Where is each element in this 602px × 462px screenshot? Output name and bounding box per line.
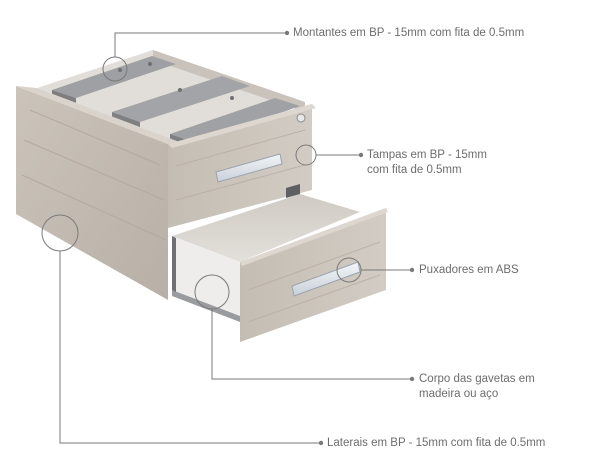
- label-laterais: Laterais em BP - 15mm com fita de 0.5mm: [327, 437, 546, 449]
- callout-laterais-leader: [59, 251, 320, 444]
- callout-puxadores: [336, 257, 415, 283]
- callout-tampas: [295, 144, 364, 166]
- label-tampas-line-1: Tampas em BP - 15mm: [367, 149, 487, 161]
- label-tampas-line-2: com fita de 0.5mm: [367, 164, 462, 176]
- bottom-drawer-handle: [291, 261, 361, 297]
- top-rails: [52, 56, 300, 148]
- label-montantes: Montantes em BP - 15mm com fita de 0.5mm: [293, 27, 525, 39]
- top-drawer-handle: [215, 153, 283, 183]
- label-corpo-line-1: Corpo das gavetas em: [419, 373, 535, 385]
- callout-montantes: [102, 30, 290, 82]
- callout-montantes-leader: [114, 32, 287, 57]
- label-puxadores: Puxadores em ABS: [419, 264, 519, 276]
- label-corpo-line-2: madeira ou aço: [419, 388, 499, 400]
- callout-laterais: [41, 214, 324, 446]
- callout-corpo-leader: [211, 309, 411, 380]
- callout-corpo: [194, 274, 415, 382]
- label-tampas: Tampas em BP - 15mm com fita de 0.5mm: [367, 148, 487, 178]
- bottom-drawer-front: [240, 208, 388, 342]
- side-panel: [16, 86, 190, 300]
- label-corpo: Corpo das gavetas em madeira ou aço: [419, 372, 535, 402]
